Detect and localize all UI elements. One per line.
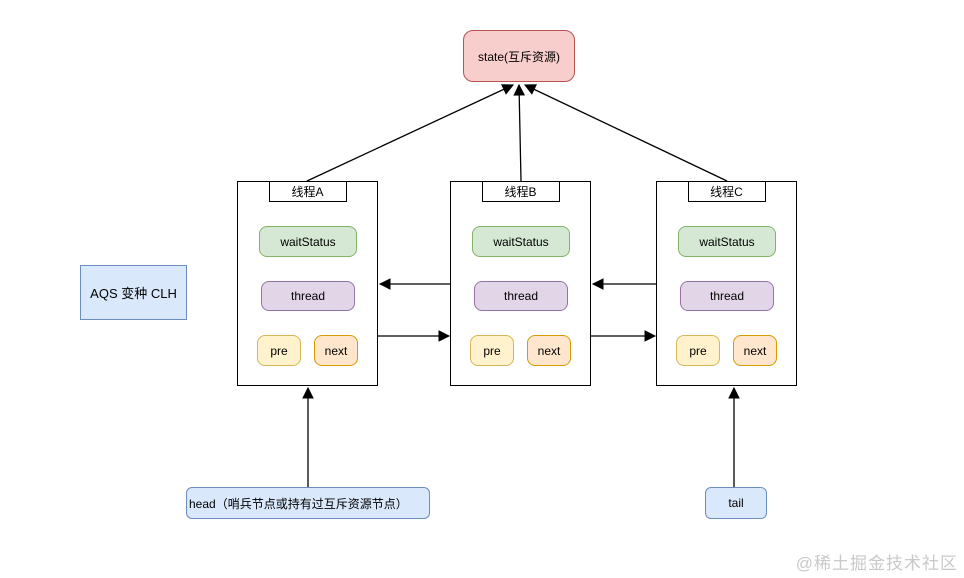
next-box: next: [314, 335, 358, 366]
state-node: state(互斥资源): [463, 30, 575, 82]
state-label: state(互斥资源): [477, 49, 560, 64]
thread-box: thread: [680, 281, 774, 311]
pre-box: pre: [676, 335, 720, 366]
wait-status-box: waitStatus: [472, 226, 570, 257]
thread-node-b: 线程B waitStatus thread pre next: [450, 181, 591, 386]
thread-node-a: 线程A waitStatus thread pre next: [237, 181, 378, 386]
wait-status-box: waitStatus: [259, 226, 357, 257]
thread-box: thread: [261, 281, 355, 311]
arrow-threadC-to-state: [523, 84, 728, 182]
thread-node-a-title: 线程A: [268, 181, 347, 202]
thread-node-b-title: 线程B: [481, 181, 560, 202]
aqs-variant-clh-text: AQS 变种 CLH: [90, 286, 177, 301]
pre-box: pre: [470, 335, 514, 366]
juejin-watermark: @稀土掘金技术社区: [795, 554, 958, 573]
pre-box: pre: [257, 335, 301, 366]
head-label: head（哨兵节点或持有过互斥资源节点）: [189, 496, 408, 511]
thread-node-c: 线程C waitStatus thread pre next: [656, 181, 797, 386]
next-box: next: [733, 335, 777, 366]
aqs-variant-clh-label: AQS 变种 CLH: [80, 265, 187, 320]
next-box: next: [527, 335, 571, 366]
tail-label: tail: [728, 496, 744, 510]
thread-box: thread: [474, 281, 568, 311]
arrow-threadB-to-state: [513, 83, 526, 182]
wait-status-box: waitStatus: [678, 226, 776, 257]
tail-node: tail: [705, 487, 767, 519]
head-node: head（哨兵节点或持有过互斥资源节点）: [186, 487, 430, 519]
arrow-threadA-to-state: [306, 84, 515, 182]
thread-node-c-title: 线程C: [687, 181, 766, 202]
